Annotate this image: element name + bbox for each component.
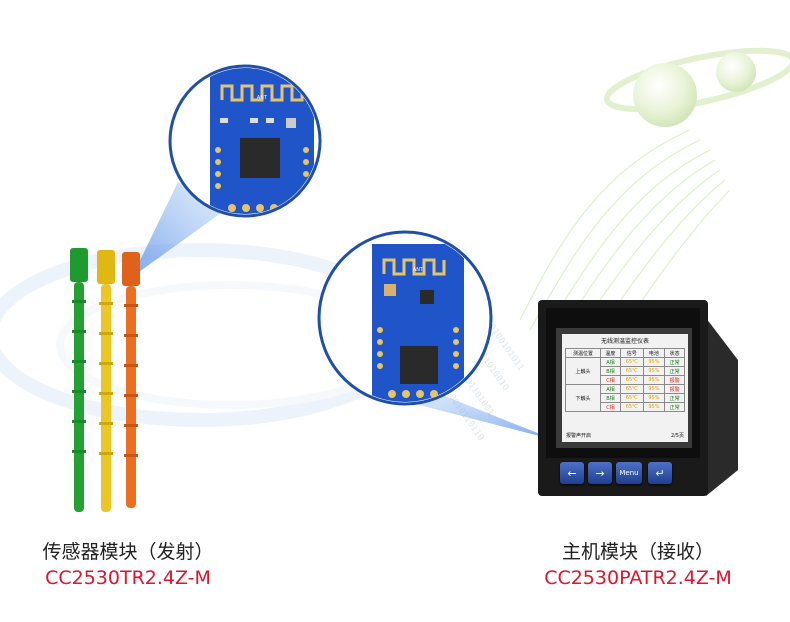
battery-cell: 95%	[642, 402, 666, 412]
header-cell: 电池	[642, 348, 666, 358]
signal-beam-sensor	[132, 182, 228, 277]
host-caption-title: 主机模块（接收）	[561, 541, 714, 563]
battery-cell: 95%	[642, 357, 666, 367]
host-module-closeup: ANT	[317, 230, 493, 406]
phase-cell: B相	[600, 366, 621, 376]
alarm-sound-status: 报警声开启	[566, 433, 592, 439]
sensor-caption-model: CC2530TR2.4Z-M	[45, 567, 211, 589]
left-arrow-button[interactable]: ←	[560, 462, 584, 484]
header-cell: 信号	[619, 348, 644, 358]
state-cell: 正常	[664, 357, 685, 367]
state-cell: 报警	[664, 375, 685, 385]
antenna-label: ANT	[413, 267, 424, 273]
temperature-cell: 65℃	[619, 393, 644, 403]
phase-cell: A相	[600, 357, 621, 367]
right-arrow-button[interactable]: →	[588, 462, 612, 484]
temperature-cell: 65℃	[619, 357, 644, 367]
menu-button[interactable]: Menu	[616, 462, 642, 484]
page-indicator: 2/5页	[670, 433, 684, 439]
sensor-tag-green	[70, 248, 88, 512]
battery-cell: 95%	[642, 366, 666, 376]
sensor-caption-title: 传感器模块（发射）	[42, 541, 214, 563]
enter-button[interactable]: ↵	[648, 462, 672, 484]
header-cell: 测温位置	[564, 348, 602, 358]
battery-cell: 95%	[642, 393, 666, 403]
temperature-cell: 65℃	[619, 384, 644, 394]
sensor-module-closeup: ANT	[168, 64, 322, 218]
phase-cell: A相	[600, 384, 621, 394]
state-cell: 报警	[664, 384, 685, 394]
temperature-cell: 65℃	[619, 375, 644, 385]
sensor-tag-orange	[122, 252, 140, 508]
battery-cell: 95%	[642, 384, 666, 394]
group-cell: 上触头	[564, 357, 602, 385]
phase-cell: B相	[600, 393, 621, 403]
state-cell: 正常	[664, 402, 685, 412]
phase-cell: C相	[600, 402, 621, 412]
header-cell: 状态	[664, 348, 685, 358]
decorative-orbs	[603, 47, 790, 127]
header-cell: 温度	[600, 348, 621, 358]
sensor-caption: 传感器模块（发射） CC2530TR2.4Z-M	[18, 539, 238, 591]
host-caption-model: CC2530PATR2.4Z-M	[544, 567, 732, 589]
sensor-tag-yellow	[97, 250, 115, 512]
signal-beam-host	[392, 394, 555, 440]
host-caption: 主机模块（接收） CC2530PATR2.4Z-M	[528, 539, 748, 591]
meter-table-header: 测温位置 温度 信号 电池 状态	[564, 348, 685, 358]
temperature-cell: 65℃	[619, 366, 644, 376]
battery-cell: 95%	[642, 375, 666, 385]
temperature-cell: 65℃	[619, 402, 644, 412]
state-cell: 正常	[664, 393, 685, 403]
meter-screen-title: 无线测温监控仪表	[600, 338, 649, 345]
group-cell: 下触头	[564, 384, 602, 412]
antenna-label: ANT	[257, 95, 268, 101]
phase-cell: C相	[600, 375, 621, 385]
state-cell: 正常	[664, 366, 685, 376]
